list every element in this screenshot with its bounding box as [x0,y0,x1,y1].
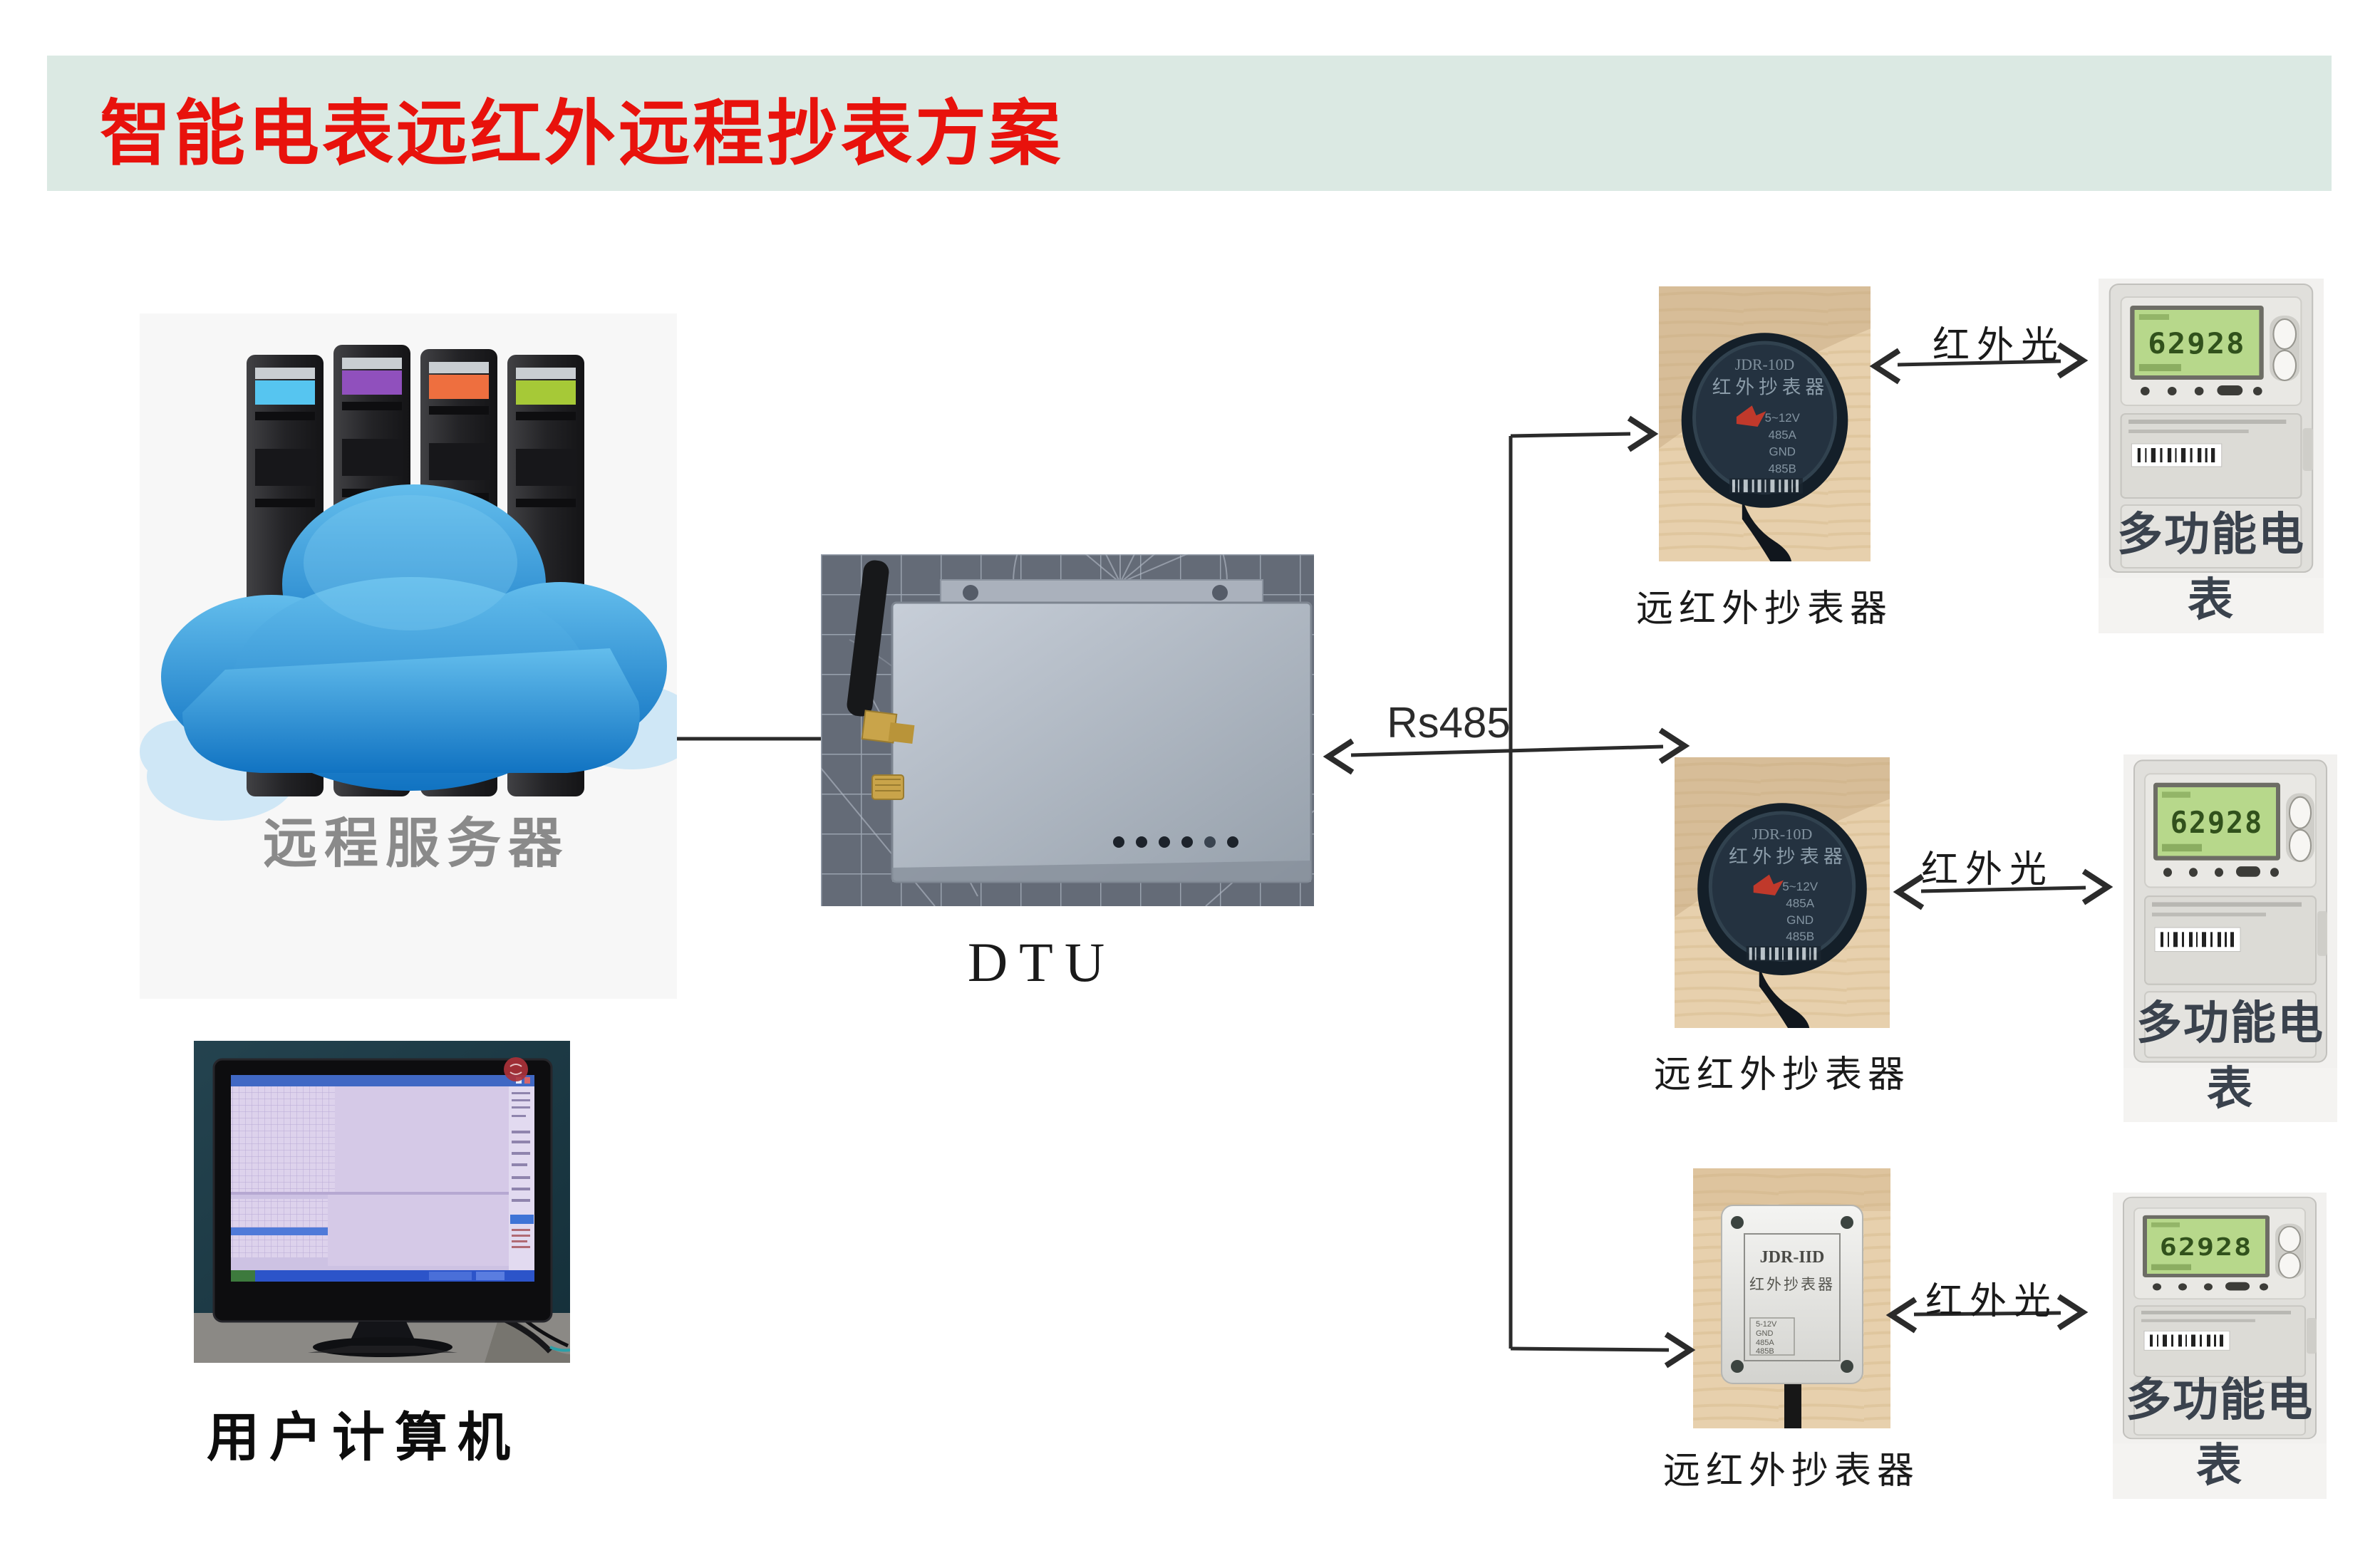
box-body [1721,1205,1863,1384]
pin-text: 485B [1756,1347,1774,1356]
infrared-reader-label-2: 远红外抄表器 [1653,1055,1911,1096]
meter-label-3: 多功能电表 [2126,1374,2314,1491]
sidebar-panel [509,1086,534,1276]
infrared-label-2: 红外光 [1920,850,2054,890]
pin-text: 485A [1756,1339,1774,1347]
meter-label-1: 多功能电表 [2117,509,2305,625]
box-name-text: 红外抄表器 [1749,1276,1835,1293]
infrared-reader-label-1: 远红外抄表器 [1635,589,1893,630]
infrared-reader-node-3: JDR-IID 红外抄表器 5-12V GND 485A 485B [1693,1168,1890,1428]
infrared-reader-node-2 [1675,757,1890,1028]
antenna-icon [847,560,915,744]
red-stamp-logo [504,1057,528,1081]
box-model-text: JDR-IID [1760,1248,1825,1267]
remote-server-node: 远程服务器 [140,313,677,999]
teal-cable [549,1346,570,1352]
infrared-reader-node-1 [1659,285,1871,563]
infrared-label-3: 红外光 [1925,1282,2059,1322]
app-titlebar [231,1075,534,1086]
pin-text: GND [1756,1329,1774,1338]
pin-text: 5-12V [1756,1320,1777,1329]
grid-area-top [231,1086,335,1192]
server-cloud-illustration [140,313,677,999]
meter-node-2: 多功能电表 [2123,754,2337,1122]
mount-flange [940,579,1263,606]
dtu-box [891,601,1313,883]
meter-node-1: 多功能电表 [2099,279,2324,633]
box-label-panel [1744,1233,1841,1361]
reader-photo-3: JDR-IID 红外抄表器 5-12V GND 485A 485B [1693,1168,1890,1428]
user-computer-label: 用户计算机 [207,1408,520,1467]
title-banner: 智能电表远红外远程抄表方案 [47,56,2332,191]
infrared-reader-label-3: 远红外抄表器 [1662,1451,1920,1492]
remote-server-label: 远程服务器 [263,814,569,874]
dtu-node: DTU [821,554,1314,993]
reader-photo-1 [1659,285,1871,563]
meter-node-3: 多功能电表 [2113,1193,2327,1499]
meter-label-2: 多功能电表 [2136,997,2324,1114]
user-computer-node: 用户计算机 [194,1041,570,1467]
branch-line-reader1 [1510,432,1631,438]
page-title: 智能电表远红外远程抄表方案 [100,92,1063,175]
led-holes [1113,836,1238,848]
selected-row [231,1227,328,1235]
sma-connector-icon [871,774,904,800]
reader-photo-2 [1675,757,1890,1028]
big-cloud-icon [161,484,667,791]
branch-line-reader3 [1510,1346,1670,1352]
sidebar-highlight [510,1215,534,1224]
dtu-photo-illustration [821,554,1314,906]
infrared-label-1: 红外光 [1932,326,2066,366]
rs485-label: Rs485 [1387,699,1511,747]
computer-photo-illustration [194,1041,570,1363]
dtu-label: DTU [967,931,1117,993]
box-cable [1784,1378,1801,1428]
rs485-line [1350,744,1664,757]
